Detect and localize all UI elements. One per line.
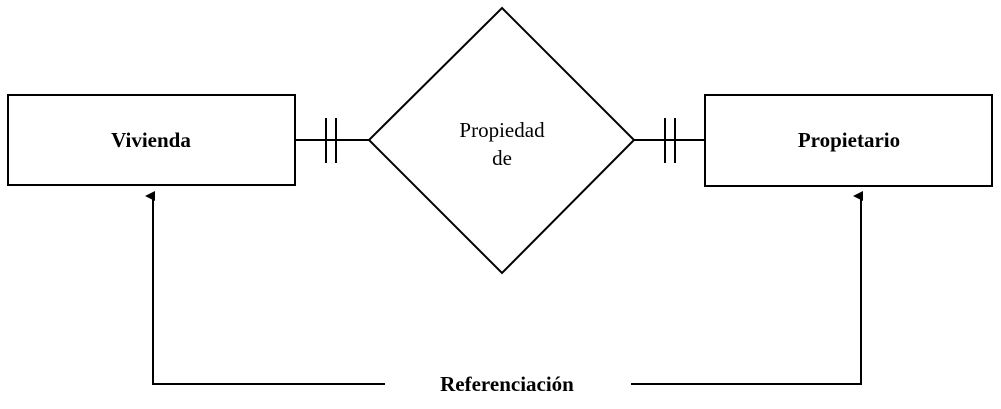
entity-propietario[interactable]: Propietario: [704, 94, 993, 187]
reference-arrow-left: [145, 191, 385, 385]
reference-label: Referenciación: [440, 372, 574, 396]
connector-right: [634, 118, 705, 163]
relationship-label-line1: Propiedad: [459, 118, 545, 142]
entity-propietario-label: Propietario: [798, 128, 900, 152]
reference-connector: Referenciación: [145, 191, 863, 396]
entity-vivienda-label: Vivienda: [111, 128, 191, 152]
relationship-propiedad-de[interactable]: Propiedad de: [367, 6, 636, 275]
relationship-diamond: [367, 6, 636, 275]
entity-vivienda[interactable]: Vivienda: [7, 94, 296, 186]
entity-vivienda-box: [7, 94, 296, 186]
connector-left: [295, 118, 369, 163]
reference-arrow-right: [631, 191, 863, 385]
relationship-label-line2: de: [492, 146, 512, 170]
entity-propietario-box: [704, 94, 993, 187]
